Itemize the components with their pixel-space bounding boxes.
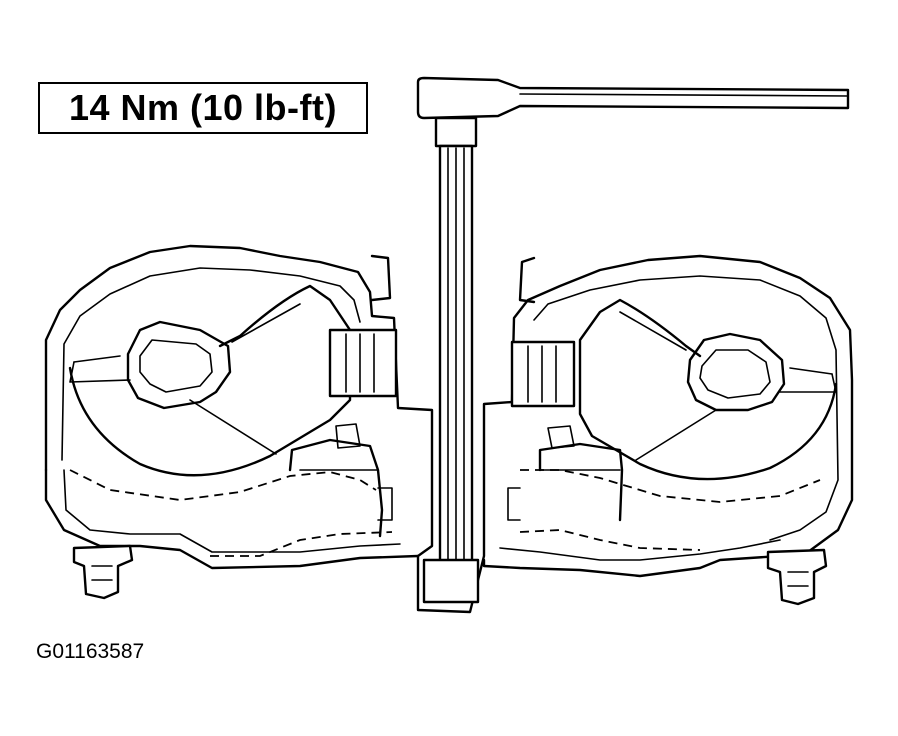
torque-wrench-icon bbox=[416, 76, 850, 594]
left-lower-bracket bbox=[288, 438, 393, 538]
pulley-icon bbox=[510, 298, 838, 481]
right-lower-bracket bbox=[507, 442, 624, 522]
torque-label: 14 Nm (10 lb-ft) bbox=[68, 87, 338, 128]
left-mount-stud bbox=[72, 544, 134, 600]
right-mount-stud bbox=[766, 548, 828, 606]
pulley-icon bbox=[68, 284, 398, 477]
internal-passages bbox=[69, 469, 821, 557]
torque-specification-callout: 14 Nm (10 lb-ft) bbox=[38, 82, 368, 134]
figure-id: G01163587 bbox=[36, 640, 145, 663]
